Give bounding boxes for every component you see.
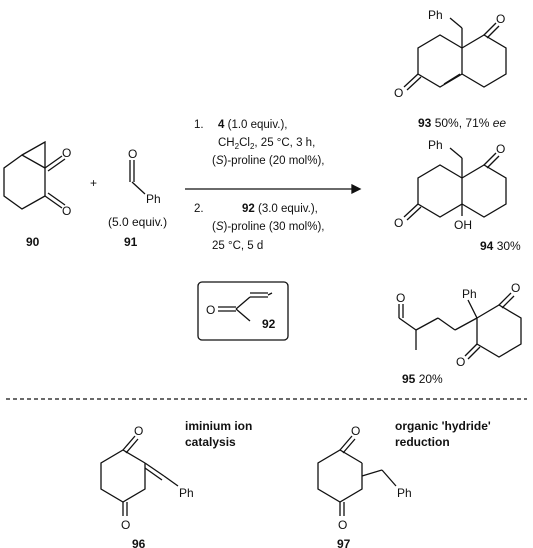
atom-label: Ph — [428, 8, 443, 22]
atom-label: O — [394, 216, 403, 230]
compound-93-label: 93 — [418, 116, 432, 130]
compound-95-label: 95 — [402, 372, 416, 386]
compound-93-structure: O O Ph — [394, 8, 507, 100]
atom-label: O — [511, 281, 520, 295]
atom-label: Ph — [428, 138, 443, 152]
compound-90-label: 90 — [26, 235, 40, 249]
step1-line1: 4 (1.0 equiv.), — [218, 119, 287, 131]
compound-93-ee: ee — [493, 116, 507, 130]
atom-label: O — [496, 142, 505, 156]
compound-95-yield: 20% — [419, 372, 443, 386]
compound-97-label: 97 — [337, 537, 351, 548]
compound-92-label: 92 — [262, 317, 276, 331]
plus-sign: + — [90, 176, 97, 190]
compound-94-label: 94 — [480, 239, 494, 253]
step2-compound-ref: 92 — [242, 203, 255, 215]
compound-93-yield: 50%, 71% — [435, 116, 490, 130]
atom-label: Ph — [462, 287, 477, 301]
reaction-conditions: 1. 4 (1.0 equiv.), CH2Cl2, 25 °C, 3 h, (… — [194, 119, 325, 252]
step1-compound-ref: 4 — [218, 119, 225, 131]
atom-label: O — [128, 147, 137, 161]
compound-95-structure: O O Ph O — [396, 281, 522, 369]
compound-94-result: 94 30% — [480, 239, 521, 253]
compound-92-box: O 92 — [197, 281, 289, 341]
atom-label: Ph — [397, 486, 412, 500]
atom-label: O — [338, 518, 347, 532]
compound-91-label: 91 — [124, 235, 138, 249]
step1-equiv: (1.0 equiv.), — [228, 119, 288, 131]
atom-label: O — [351, 424, 360, 438]
compound-95-result: 95 20% — [402, 372, 443, 386]
atom-label: O — [134, 424, 143, 438]
step2-line3: 25 °C, 5 d — [212, 240, 263, 252]
step2-line2: (S)-proline (30 mol%), — [212, 221, 325, 233]
atom-label: O — [62, 204, 71, 218]
compound-91-equiv: (5.0 equiv.) — [108, 215, 167, 229]
step1-number: 1. — [194, 119, 204, 131]
reaction-arrow — [185, 183, 362, 195]
compound-90-structure: O O — [3, 146, 71, 218]
step2-line1: 92 (3.0 equiv.), — [242, 203, 318, 215]
atom-label: O — [456, 355, 465, 369]
compound-94-yield: 30% — [497, 239, 521, 253]
step1-line3: (S)-proline (20 mol%), — [212, 155, 325, 167]
hydride-note-line1: organic 'hydride' — [395, 419, 491, 433]
compound-91-structure: O Ph — [128, 147, 161, 206]
atom-label: O — [206, 303, 215, 317]
atom-label: O — [62, 146, 71, 160]
atom-label: Ph — [146, 192, 161, 206]
atom-label: OH — [454, 218, 472, 232]
compound-93-result: 93 50%, 71% ee — [418, 116, 506, 130]
compound-96-label: 96 — [132, 537, 146, 548]
compound-97-structure: O O Ph — [317, 424, 412, 532]
iminium-note-line1: iminium ion — [185, 419, 252, 433]
atom-label: O — [394, 86, 403, 100]
atom-label: O — [496, 12, 505, 26]
compound-96-structure: O O Ph — [100, 424, 194, 532]
atom-label: Ph — [179, 486, 194, 500]
step1-line2: CH2Cl2, 25 °C, 3 h, — [218, 137, 315, 151]
iminium-note-line2: catalysis — [185, 435, 236, 449]
compound-90-ring-fix — [21, 140, 46, 168]
step2-number: 2. — [194, 203, 204, 215]
atom-label: O — [121, 518, 130, 532]
hydride-note-line2: reduction — [395, 435, 450, 449]
compound-94-structure: O O OH Ph — [394, 138, 507, 232]
atom-label: O — [396, 291, 405, 305]
